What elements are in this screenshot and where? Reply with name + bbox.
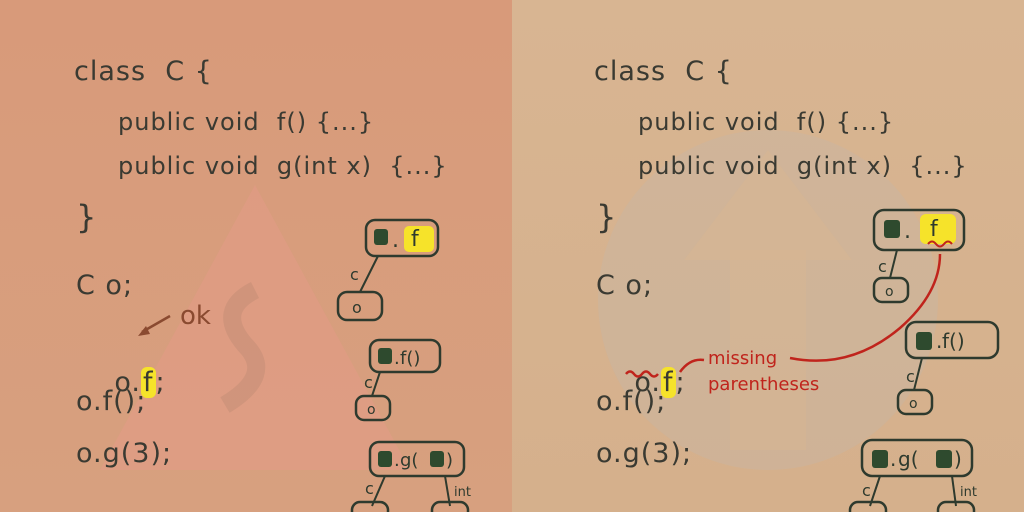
receiver-square-icon [884,220,900,238]
tree1-edge [359,255,379,293]
tree3-edge-right-label: int [454,485,471,500]
right-annotations: missing parentheses . f c o . f() c o . … [625,208,1000,512]
variable-declaration: C o; [76,270,134,301]
svg-text:.: . [904,219,911,244]
stmt-suffix: ; [155,367,166,398]
highlighted-member: f [140,367,156,398]
method-f-declaration: public void f() {...} [118,108,375,136]
tree3-label-end: ) [446,450,453,471]
highlight-box [404,226,434,252]
tree3-label: g( [400,450,418,471]
class-declaration: class C { [74,56,213,87]
method-g-declaration: public void g(int x) {...} [638,152,968,180]
tree1-leaf [336,290,384,322]
tree1-leaf-label: o [885,284,894,300]
tree3-label: g( [898,447,919,471]
tree2-edge-label: c [906,367,915,386]
tree2-edge-label: c [364,373,373,392]
left-annotations: ok . f c o . f() c o . g( ) c int [138,218,471,512]
tree2-leaf-label: o [367,402,376,418]
tree3-edge-left-label: c [365,479,374,498]
tree3-leaf-left [848,500,888,512]
statement-o-f-call: o.f(); [76,386,147,417]
tree3-leaf-right [936,500,976,512]
tree2-node [904,320,1000,360]
error-squiggle [927,240,953,248]
variable-declaration: C o; [596,270,654,301]
tree2-label: f() [400,348,420,369]
statement-o-f: o.f; [76,336,166,429]
error-annotation-line1: missing [708,348,777,369]
tree3-edge-left-label: c [862,481,871,500]
tree1-label: f [930,217,939,242]
receiver-square-icon [916,332,932,350]
tree1-edge-label: c [878,257,887,276]
highlighted-member: f [660,367,676,398]
argument-square-icon [430,451,444,467]
tree2-edge [371,371,381,397]
svg-text:.: . [392,228,399,253]
receiver-square-icon [378,451,392,467]
ok-arrowhead [138,326,150,336]
argument-square-icon [936,450,952,468]
tree1-node [872,208,966,252]
tree3-edge-right-label: int [960,485,977,500]
error-connector-right [789,253,942,362]
svg-text:.: . [890,447,896,471]
tree3-leaf-left [350,500,390,512]
error-squiggle [625,370,659,378]
method-f-declaration: public void f() {...} [638,108,895,136]
receiver-square-icon [872,450,888,468]
tree3-leaf-right [430,500,470,512]
receiver-square-icon [378,348,392,364]
statement-o-g-call: o.g(3); [76,438,173,469]
tree2-node [368,338,442,374]
left-panel: class C { public void f() {...} public v… [0,0,512,512]
ok-annotation: ok [180,301,211,331]
tree1-leaf-label: o [352,298,362,317]
right-panel: class C { public void f() {...} public v… [512,0,1024,512]
tree1-node [364,218,440,258]
tree2-leaf-label: o [909,396,918,412]
stmt-prefix: o. [114,367,141,398]
tree2-leaf [354,394,392,422]
tree1-edge [889,249,898,279]
svg-text:.: . [394,348,400,369]
method-g-declaration: public void g(int x) {...} [118,152,448,180]
statement-o-f-call: o.f(); [596,386,667,417]
closing-brace: } [596,198,618,236]
tree2-edge [913,357,923,391]
tree1-leaf [872,276,910,304]
tree1-edge-label: c [350,265,359,284]
tree2-leaf [896,388,934,416]
tree3-node [860,438,974,478]
highlight-box [920,214,956,244]
tree2-label: f() [942,329,965,353]
upload-arrow-icon [598,130,938,470]
statement-o-g-call: o.g(3); [596,438,693,469]
warning-triangle-icon [100,185,410,470]
error-annotation-line2: parentheses [708,374,819,395]
stmt-suffix: ; [675,367,686,398]
class-declaration: class C { [594,56,733,87]
receiver-square-icon [374,229,388,245]
closing-brace: } [76,198,98,236]
tree3-label-end: ) [954,447,962,471]
tree3-node [368,440,466,478]
svg-text:.: . [936,329,942,353]
svg-text:.: . [394,450,400,471]
error-connector-left [678,358,705,373]
tree1-label: f [411,227,420,252]
